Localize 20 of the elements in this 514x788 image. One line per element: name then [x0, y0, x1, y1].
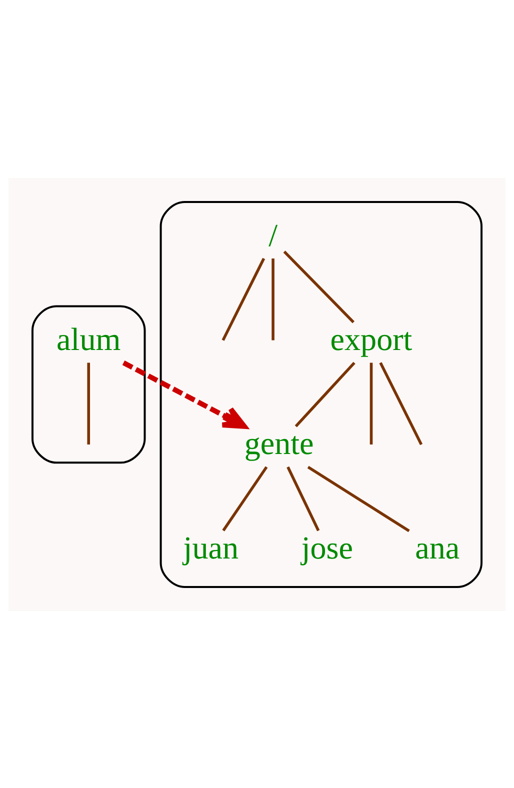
node-text: export: [330, 320, 412, 356]
node-text: /: [268, 216, 278, 252]
connector: [307, 465, 410, 532]
connector: [370, 362, 373, 444]
cluster: [160, 200, 483, 588]
connector: [294, 361, 356, 427]
connector: [379, 362, 423, 445]
cluster: [31, 304, 146, 464]
node-text: ana: [415, 528, 460, 565]
connector: [87, 362, 90, 444]
connector: [283, 250, 354, 323]
arrow: [122, 360, 247, 428]
node-text: gente: [244, 424, 314, 461]
node-text: alum: [56, 320, 121, 356]
connector: [286, 466, 320, 531]
node-text: juan: [183, 528, 238, 565]
connector: [222, 466, 268, 531]
node-text: jose: [301, 528, 353, 565]
connector: [272, 258, 274, 340]
connector: [222, 257, 266, 340]
